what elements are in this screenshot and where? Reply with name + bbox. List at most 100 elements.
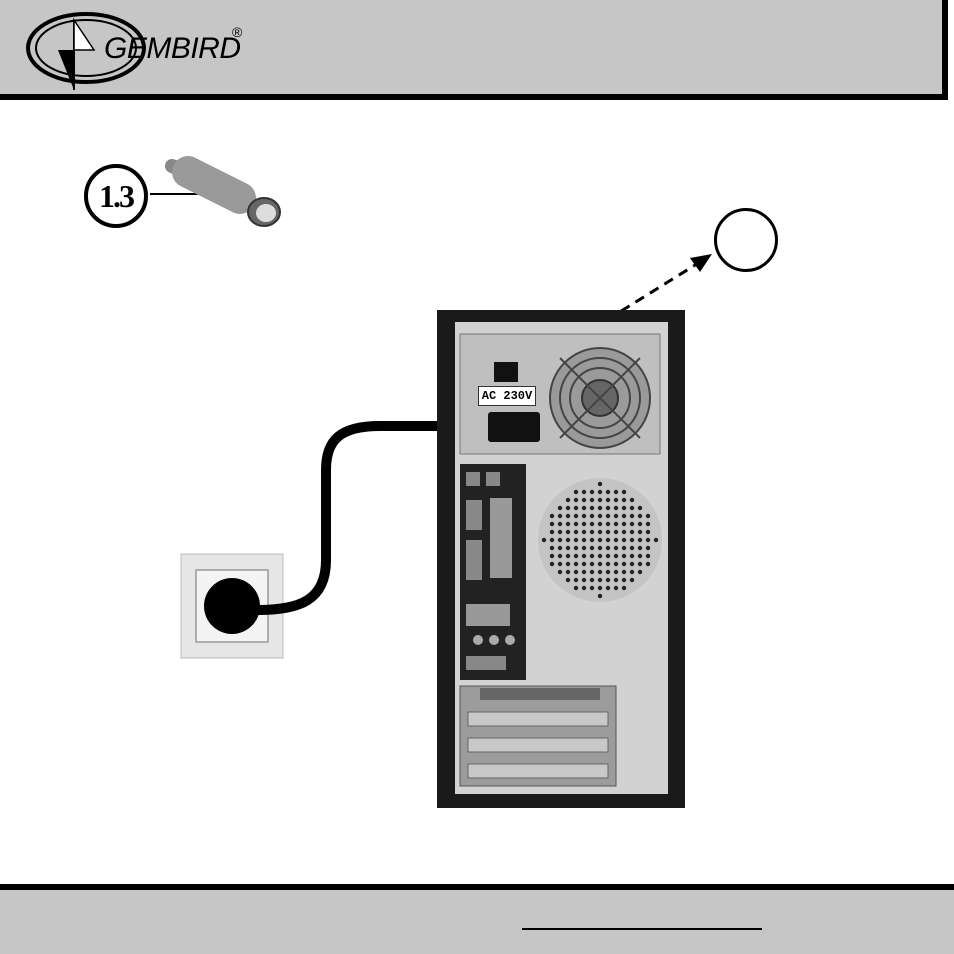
pc-tower-rear-icon [437, 310, 685, 808]
fan-grille-hole [590, 562, 594, 566]
fan-grille-hole [622, 546, 626, 550]
fan-grille-hole [574, 522, 578, 526]
fan-grille-hole [622, 578, 626, 582]
fan-grille-hole [558, 570, 562, 574]
fan-grille-hole [622, 538, 626, 542]
fan-grille-hole [582, 514, 586, 518]
fan-grille-hole [558, 546, 562, 550]
fan-grille-hole [638, 546, 642, 550]
fan-grille-hole [582, 506, 586, 510]
fan-grille-hole [574, 546, 578, 550]
fan-grille-hole [598, 562, 602, 566]
fan-grille-hole [622, 554, 626, 558]
fan-grille-hole [622, 522, 626, 526]
fan-grille-hole [598, 594, 602, 598]
fan-grille-hole [630, 578, 634, 582]
fan-grille-hole [582, 554, 586, 558]
fan-grille-hole [638, 530, 642, 534]
fan-grille-hole [598, 546, 602, 550]
fan-grille-hole [598, 586, 602, 590]
fan-grille-hole [558, 514, 562, 518]
fan-grille-hole [590, 578, 594, 582]
power-plug-icon [150, 166, 280, 226]
fan-grille-hole [606, 570, 610, 574]
fan-grille-hole [606, 530, 610, 534]
fan-grille-hole [558, 522, 562, 526]
fan-grille-hole [574, 514, 578, 518]
fan-grille-hole [598, 490, 602, 494]
fan-grille-hole [614, 578, 618, 582]
fan-grille-hole [606, 522, 610, 526]
fan-grille-hole [606, 514, 610, 518]
fan-grille-hole [582, 498, 586, 502]
fan-grille-hole [630, 522, 634, 526]
fan-grille-hole [622, 530, 626, 534]
fan-grille-hole [574, 506, 578, 510]
fan-grille-hole [630, 530, 634, 534]
fan-grille-hole [574, 530, 578, 534]
fan-grille-hole [630, 554, 634, 558]
fan-grille-hole [614, 562, 618, 566]
fan-grille-hole [606, 506, 610, 510]
fan-grille-hole [574, 490, 578, 494]
fan-grille-hole [566, 530, 570, 534]
fan-grille-hole [638, 554, 642, 558]
fan-grille-hole [582, 530, 586, 534]
fan-grille-hole [646, 562, 650, 566]
fan-grille-hole [614, 514, 618, 518]
arrow-head-icon [690, 254, 712, 272]
fan-grille-hole [606, 578, 610, 582]
fan-grille-hole [606, 498, 610, 502]
fan-grille-hole [614, 498, 618, 502]
fan-grille-hole [646, 522, 650, 526]
fan-grille-hole [566, 538, 570, 542]
fan-grille-hole [590, 514, 594, 518]
fan-grille-hole [622, 562, 626, 566]
fan-grille-hole [622, 490, 626, 494]
power-icon [714, 208, 778, 272]
fan-grille-hole [598, 538, 602, 542]
fan-grille-hole [582, 570, 586, 574]
fan-grille-hole [614, 538, 618, 542]
fan-grille-hole [638, 538, 642, 542]
fan-grille-hole [622, 506, 626, 510]
fan-grille-hole [550, 554, 554, 558]
fan-grille-hole [590, 498, 594, 502]
fan-grille-hole [638, 522, 642, 526]
fan-grille-hole [582, 562, 586, 566]
fan-grille-hole [566, 498, 570, 502]
fan-grille-hole [550, 562, 554, 566]
fan-grille-hole [646, 514, 650, 518]
fan-grille-hole [566, 578, 570, 582]
fan-grille-hole [646, 538, 650, 542]
fan-grille-hole [566, 546, 570, 550]
fan-grille-hole [566, 562, 570, 566]
fan-grille-hole [630, 514, 634, 518]
fan-grille-hole [614, 546, 618, 550]
fan-grille-hole [646, 530, 650, 534]
fan-grille-hole [590, 506, 594, 510]
fan-grille-hole [622, 570, 626, 574]
fan-grille-hole [630, 538, 634, 542]
fan-grille-hole [550, 530, 554, 534]
fan-grille-hole [606, 546, 610, 550]
fan-grille-hole [566, 522, 570, 526]
fan-grille-hole [550, 522, 554, 526]
step-number-badge: 1.3 [84, 164, 148, 228]
fan-grille-hole [574, 562, 578, 566]
fan-grille-hole [574, 586, 578, 590]
fan-grille-hole [582, 546, 586, 550]
fan-grille-hole [614, 586, 618, 590]
fan-grille-hole [654, 538, 658, 542]
fan-grille-hole [558, 506, 562, 510]
fan-grille-hole [614, 490, 618, 494]
fan-grille-hole [630, 506, 634, 510]
fan-grille-hole [590, 570, 594, 574]
fan-grille-hole [566, 514, 570, 518]
fan-grille-hole [606, 586, 610, 590]
fan-grille-hole [638, 570, 642, 574]
footer-bar [0, 884, 954, 954]
fan-grille-hole [574, 538, 578, 542]
fan-grille-hole [582, 586, 586, 590]
fan-grille-hole [598, 498, 602, 502]
